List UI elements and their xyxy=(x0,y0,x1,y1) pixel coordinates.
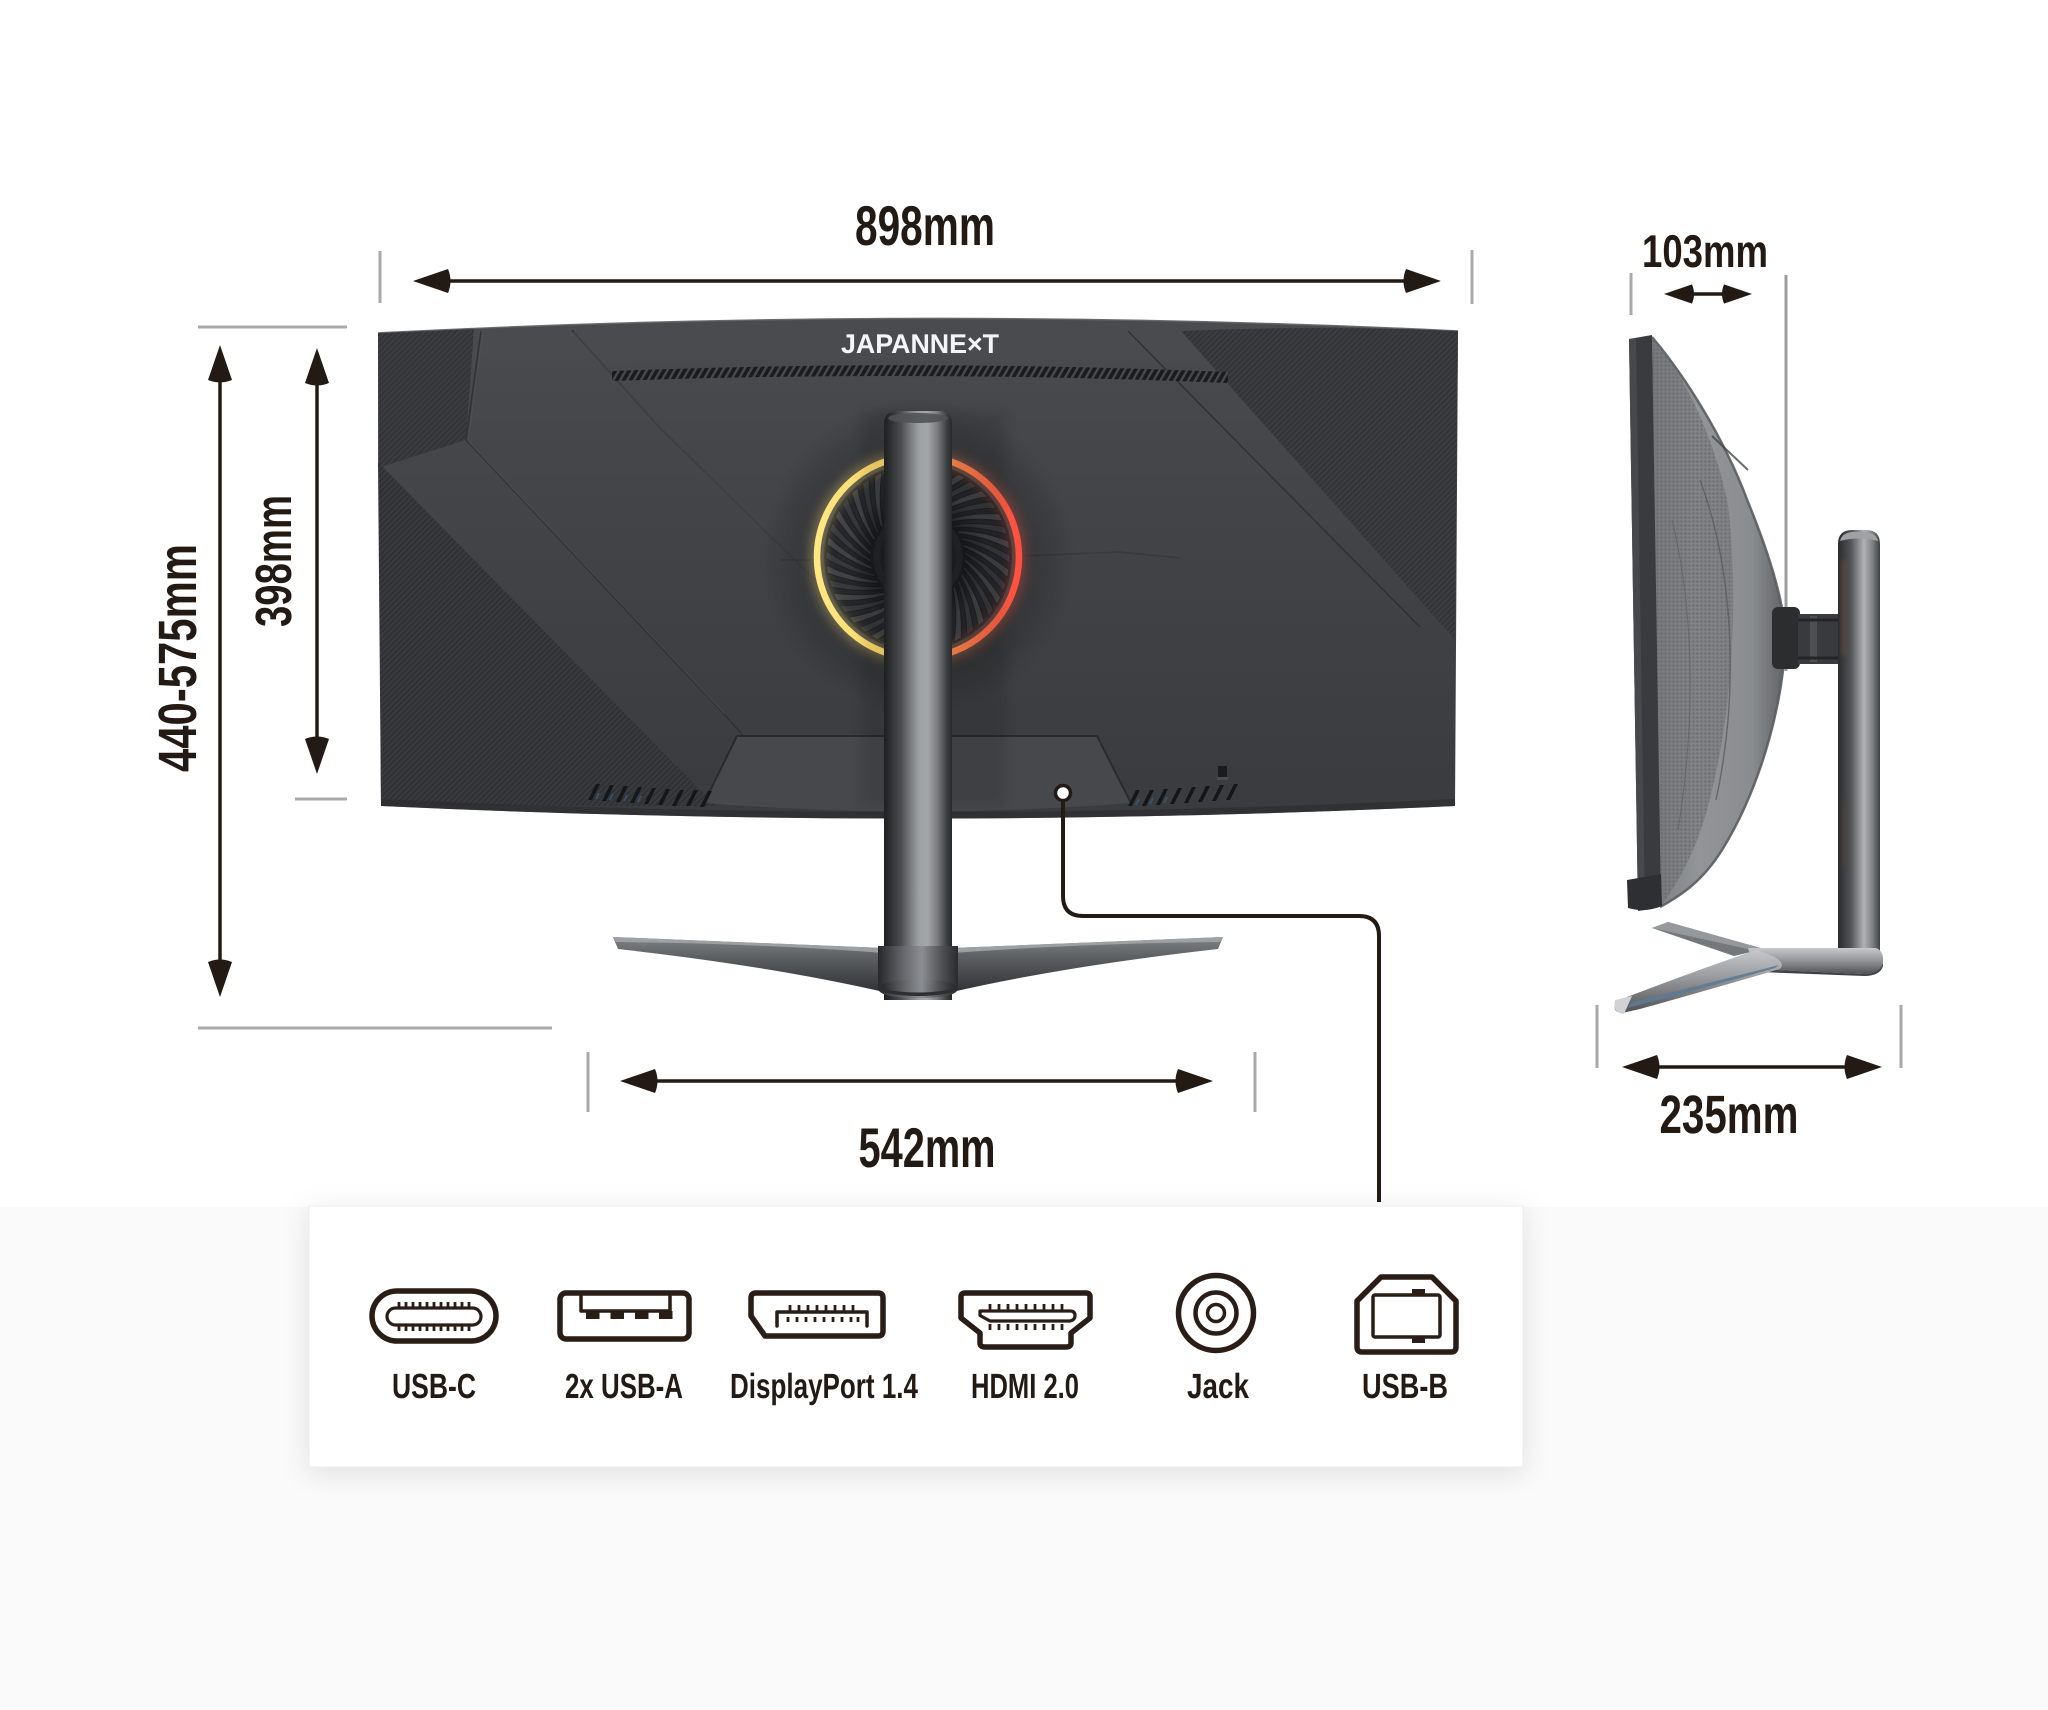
svg-text:DisplayPort 1.4: DisplayPort 1.4 xyxy=(730,1367,918,1406)
svg-text:HDMI 2.0: HDMI 2.0 xyxy=(971,1367,1079,1406)
svg-text:398mm: 398mm xyxy=(245,495,302,627)
svg-text:103mm: 103mm xyxy=(1642,225,1768,277)
svg-text:235mm: 235mm xyxy=(1660,1085,1799,1145)
svg-text:2x USB-A: 2x USB-A xyxy=(565,1367,683,1406)
svg-text:USB-C: USB-C xyxy=(392,1367,476,1406)
svg-text:JAPANNE×T: JAPANNE×T xyxy=(841,329,999,359)
svg-text:542mm: 542mm xyxy=(859,1116,996,1179)
svg-text:440-575mm: 440-575mm xyxy=(148,544,208,772)
svg-text:898mm: 898mm xyxy=(855,194,995,257)
svg-text:Jack: Jack xyxy=(1187,1367,1249,1406)
svg-text:USB-B: USB-B xyxy=(1362,1367,1448,1406)
